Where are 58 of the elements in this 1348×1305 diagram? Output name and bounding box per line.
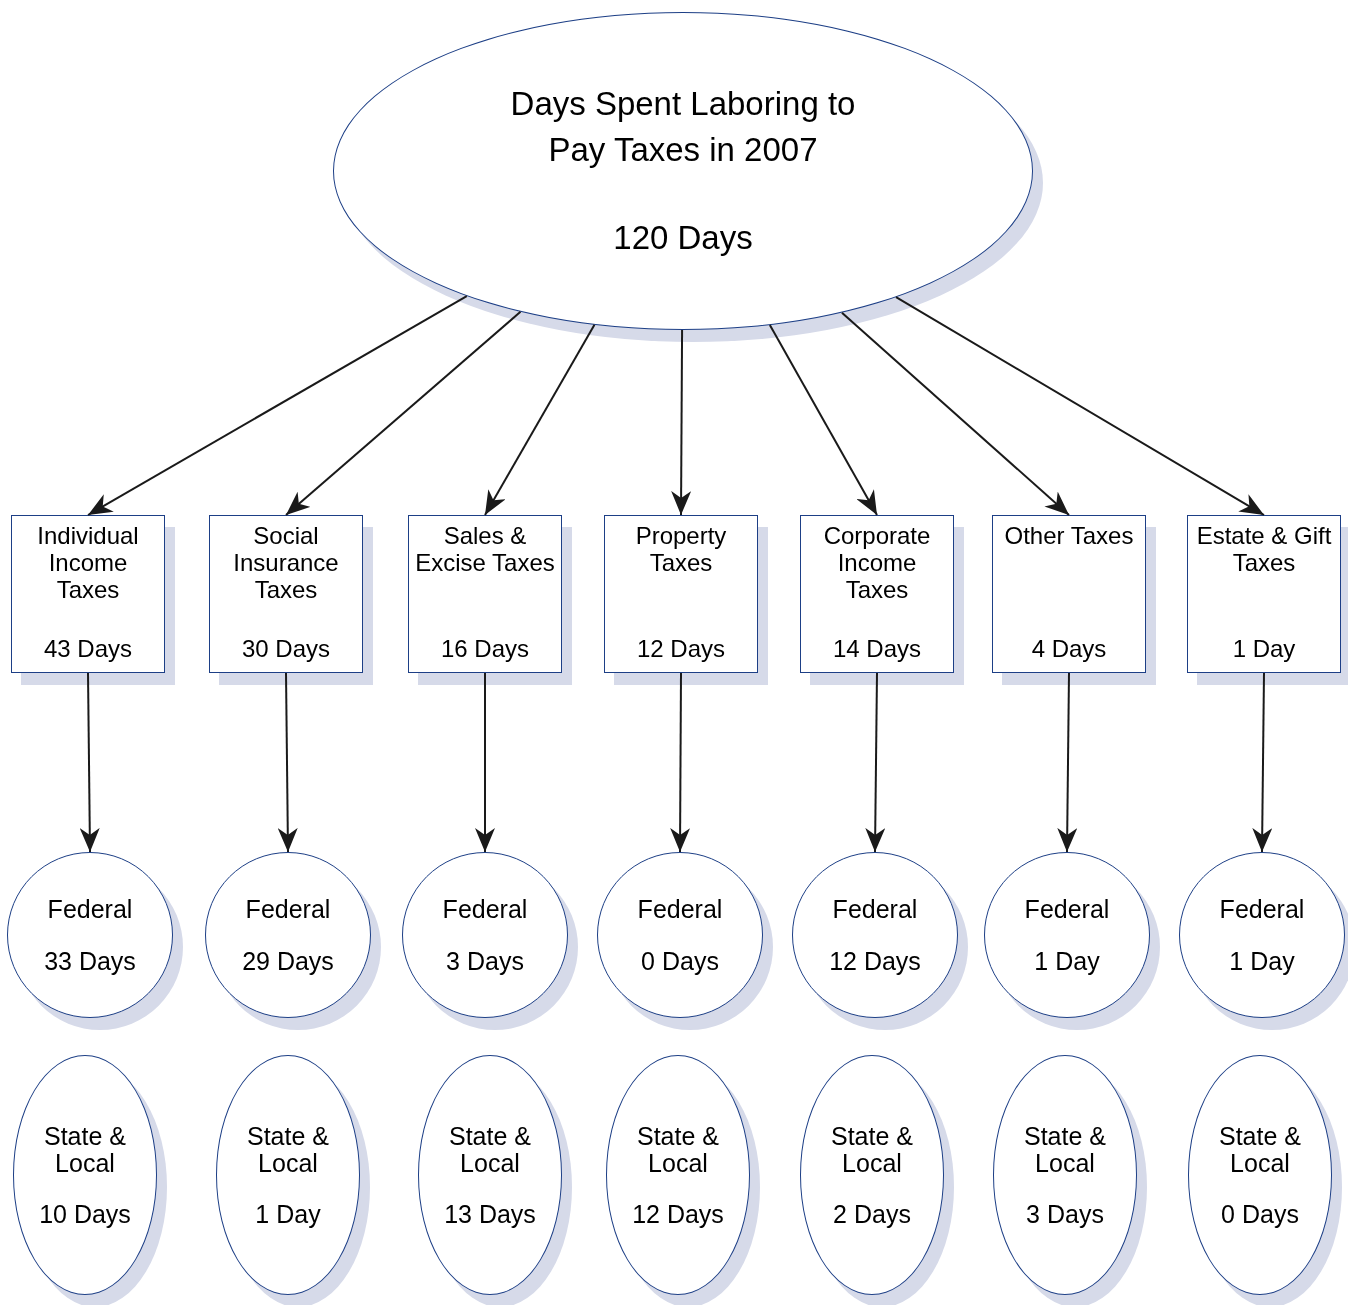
node-heading: State & Local [43, 1122, 127, 1177]
day-count: 10 Days [39, 1200, 131, 1228]
node-heading: Sales & Excise Taxes [414, 522, 556, 576]
arrow [484, 323, 596, 516]
node-heading: Federal [47, 894, 133, 924]
day-count: 12 Days [632, 1200, 724, 1228]
day-count: 13 Days [444, 1200, 536, 1228]
arrow [840, 311, 1070, 516]
arrow [671, 329, 692, 516]
day-count: 2 Days [833, 1200, 911, 1228]
day-count: 3 Days [1026, 1200, 1104, 1228]
node-heading: Federal [245, 894, 331, 924]
node-heading: State & Local [1218, 1122, 1302, 1177]
node-heading: Federal [442, 894, 528, 924]
node-heading: Other Taxes [1004, 522, 1134, 549]
node-heading: Federal [1219, 894, 1305, 924]
node-heading: Federal [637, 894, 723, 924]
day-count: 0 Days [641, 946, 719, 976]
arrow [79, 672, 100, 853]
day-count: 0 Days [1221, 1200, 1299, 1228]
day-count: 1 Day [1229, 946, 1295, 976]
day-count: 1 Day [1232, 635, 1296, 662]
day-count: 14 Days [832, 635, 921, 662]
node-heading: State & Local [1023, 1122, 1107, 1177]
node-heading: Federal [1024, 894, 1110, 924]
day-count: 1 Day [255, 1200, 321, 1228]
node-heading: State & Local [830, 1122, 914, 1177]
arrow [670, 672, 691, 853]
node-heading: Social Insurance Taxes [232, 522, 340, 603]
node-heading: State & Local [636, 1122, 720, 1177]
day-count: 1 Day [1034, 946, 1100, 976]
day-count: 29 Days [242, 946, 334, 976]
day-count: 4 Days [1031, 635, 1107, 662]
day-count: 120 Days [613, 218, 753, 258]
day-count: 33 Days [44, 946, 136, 976]
arrow [475, 672, 495, 853]
arrow [87, 295, 468, 516]
day-count: 16 Days [440, 635, 529, 662]
arrow [285, 310, 522, 516]
node-heading: Property Taxes [634, 522, 728, 576]
arrow [1057, 672, 1078, 853]
arrow [895, 296, 1265, 516]
node-heading: Individual Income Taxes [36, 522, 140, 603]
node-heading: Estate & Gift Taxes [1195, 522, 1333, 576]
day-count: 30 Days [241, 635, 330, 662]
arrow [277, 672, 298, 853]
node-heading: State & Local [448, 1122, 532, 1177]
day-count: 43 Days [43, 635, 132, 662]
node-heading: Federal [832, 894, 918, 924]
node-heading: State & Local [246, 1122, 330, 1177]
arrow [865, 672, 886, 853]
day-count: 12 Days [636, 635, 725, 662]
arrow [768, 324, 878, 516]
arrow [1252, 672, 1273, 853]
day-count: 3 Days [446, 946, 524, 976]
node-heading: Days Spent Laboring to Pay Taxes in 2007 [509, 84, 857, 170]
day-count: 12 Days [829, 946, 921, 976]
node-heading: Corporate Income Taxes [822, 522, 932, 603]
